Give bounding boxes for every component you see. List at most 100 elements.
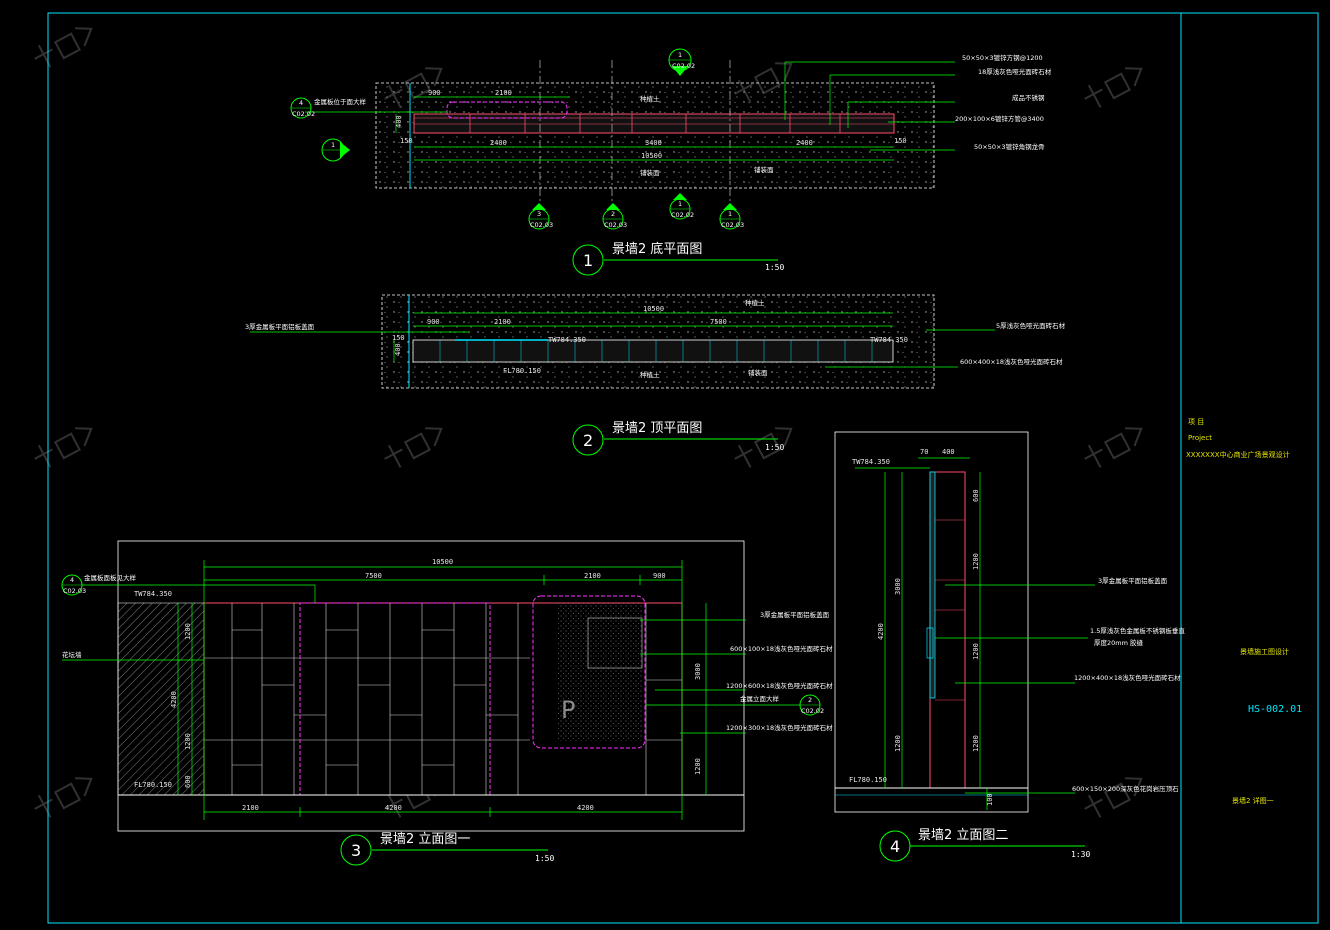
svg-text:2: 2 — [611, 210, 615, 218]
plan-view-1: 900 2100 2400 3400 2400 10500 400 150 15… — [290, 48, 1052, 276]
elev4-dim-1200l: 1200 — [894, 735, 902, 752]
elev3-callout-note: 金属板面板见大样 — [84, 573, 137, 582]
svg-text:C02.03: C02.03 — [604, 221, 627, 229]
plan2-dim-150: 150 — [392, 334, 405, 342]
elev4-note-0: 3厚金属板平面铝板盖面 — [1098, 576, 1168, 585]
elevation-view-4: 70 400 4200 3000 1200 600 1200 1200 1200… — [834, 431, 1185, 862]
plan1-dim-400: 400 — [395, 115, 403, 128]
view3-number-circle — [340, 834, 372, 866]
elev4-joints — [935, 519, 965, 701]
elev3-dim-7500: 7500 — [365, 572, 382, 580]
titleblock-project-label-en: Project — [1188, 434, 1212, 442]
svg-text:1: 1 — [678, 200, 682, 208]
svg-text:C02.03: C02.03 — [721, 221, 744, 229]
plan1-dim-2100: 2100 — [495, 89, 512, 97]
callout-left: 1 — [321, 138, 350, 162]
elev4-dim-70: 70 — [920, 448, 928, 456]
plan2-fl: FL780.150 — [503, 367, 541, 375]
elev4-dim-100: 100 — [986, 793, 994, 806]
elev4-note-3: 1200×400×18浅灰色哑光面砖石材 — [1074, 673, 1181, 682]
watermark-marks — [34, 27, 1143, 818]
plan2-wall-joints — [439, 340, 873, 362]
plan2-label-1: 种植土 — [640, 370, 660, 379]
elev4-dim-3000: 3000 — [894, 578, 902, 595]
elevation-view-3: P 10500 7500 2100 900 210 — [61, 540, 833, 866]
elev3-dimension-lines — [62, 560, 800, 820]
elev3-dim-b4200b: 4200 — [577, 804, 594, 812]
svg-text:4: 4 — [70, 576, 74, 584]
plan1-note-4: 50×50×3镀锌角钢龙骨 — [974, 142, 1045, 151]
plan2-label-0: 种植土 — [745, 298, 765, 307]
elev3-dim-l4200: 4200 — [170, 691, 178, 708]
elev3-note-1: 600×100×18浅灰色哑光面砖石材 — [730, 644, 833, 653]
elev4-dim-400: 400 — [942, 448, 955, 456]
titleblock: 项 目 Project XXXXXXX中心商业广场景观设计 景墙施工图设计 HS… — [1186, 418, 1302, 805]
elev3-tw: TW784.350 — [134, 590, 172, 598]
plan1-dim-2400b: 2400 — [796, 139, 813, 147]
view2-title: 景墙2 顶平面图 — [612, 421, 702, 436]
plan1-wall — [413, 113, 895, 134]
svg-text:C02.02: C02.02 — [672, 62, 695, 70]
elev3-note-2: 1200×600×18浅灰色哑光面砖石材 — [726, 681, 833, 690]
elev3-sign-panel — [532, 595, 646, 749]
elev3-callout: 4 C02.03 — [61, 574, 86, 596]
elev3-sign-letter: P — [561, 696, 575, 724]
elev4-metal-plate — [929, 471, 936, 699]
elev4-frame — [834, 431, 1029, 813]
svg-text:3: 3 — [537, 210, 541, 218]
plan2-wall — [412, 339, 894, 363]
svg-text:C02.03: C02.03 — [530, 221, 553, 229]
elev4-tw: TW784.350 — [852, 458, 890, 466]
svg-text:C02.03: C02.03 — [63, 587, 86, 595]
callout-bottom-2: 2 C02.03 — [602, 203, 627, 230]
view1-number-circle — [572, 244, 604, 276]
view4-number: 4 — [890, 837, 900, 856]
elev4-note-2: 厚度20mm 胶缝 — [1094, 638, 1144, 647]
elev3-dim-l600: 600 — [184, 775, 192, 788]
plan1-dim-150: 150 — [400, 137, 413, 145]
titleblock-stage: 景墙施工图设计 — [1240, 647, 1289, 656]
elev3-dim-2100: 2100 — [584, 572, 601, 580]
plan1-label-soil: 种植土 — [640, 94, 660, 103]
view1-title: 景墙2 底平面图 — [612, 241, 702, 257]
plan1-left-note: 金属板位于面大样 — [314, 97, 367, 106]
elev4-dim-r1200c: 1200 — [972, 735, 980, 752]
elev4-note-4: 600×150×200深灰色花岗岩压顶石 — [1072, 784, 1179, 793]
plan2-note-1: 600×400×18浅灰色哑光面砖石材 — [960, 357, 1063, 366]
elev3-sign-fill — [558, 603, 642, 741]
view4-scale: 1:30 — [1071, 850, 1090, 859]
view2-number: 2 — [583, 431, 593, 450]
view4-title: 景墙2 立面图二 — [918, 828, 1008, 843]
plan1-dim-150r: 150 — [894, 137, 907, 145]
svg-text:4: 4 — [299, 99, 303, 107]
plan2-left-note: 3厚金属板平面铝板盖面 — [245, 322, 315, 331]
plan2-dim-total: 10500 — [643, 305, 664, 313]
elev4-fl: FL780.150 — [849, 776, 887, 784]
plan1-wall-ribs — [469, 114, 841, 133]
elev3-dim-900: 900 — [653, 572, 666, 580]
plan2-note-0: 5厚浅灰色哑光面砖石材 — [996, 321, 1066, 330]
elev3-dim-b2100: 2100 — [242, 804, 259, 812]
elev3-dim-l1200b: 1200 — [184, 733, 192, 750]
plan-view-2: 10500 900 2100 7500 400 150 TW784.350 TW… — [245, 294, 1066, 456]
elev3-sign-inner — [587, 617, 643, 669]
plan2-dim-2100: 2100 — [494, 318, 511, 326]
plan2-dim-7500: 7500 — [710, 318, 727, 326]
svg-text:1: 1 — [678, 51, 682, 59]
plan2-tw1: TW784.350 — [548, 336, 586, 344]
elev3-dim-r3000: 3000 — [694, 663, 702, 680]
titleblock-project-label: 项 目 — [1188, 418, 1204, 426]
callout-bottom-3: 1 C02.02 — [669, 193, 694, 220]
plan2-label-2: 铺装面 — [748, 368, 768, 377]
view3-title: 景墙2 立面图一 — [380, 832, 470, 847]
svg-text:C02.02: C02.02 — [671, 211, 694, 219]
view1-scale: 1:50 — [765, 263, 784, 272]
elev3-callout-2: 2 C02.02 — [799, 694, 824, 716]
elev3-note-3: 金属立面大样 — [740, 694, 780, 703]
plan1-note-2: 成品不锈钢 — [1012, 93, 1045, 102]
plan2-tw2: TW784.350 — [870, 336, 908, 344]
plan1-dimension-lines — [305, 61, 955, 161]
elev3-dim-total: 10500 — [432, 558, 453, 566]
elev3-left-note: 花坛墙 — [62, 650, 82, 659]
